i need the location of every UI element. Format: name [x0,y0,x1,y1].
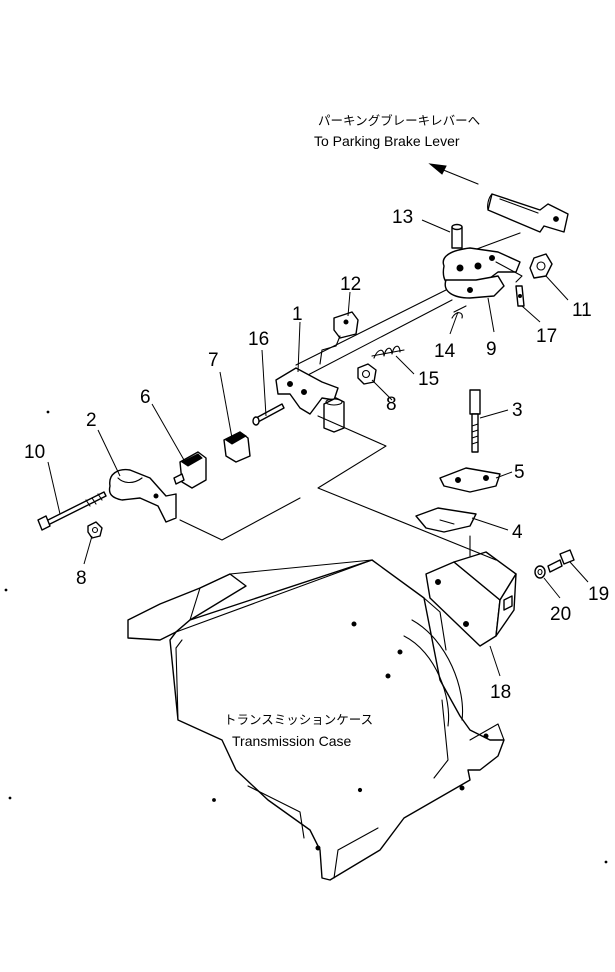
bolt-10 [37,491,107,531]
cotter-pin-14 [451,305,467,319]
cam-lever-2 [108,468,177,523]
callout-10: 10 [24,442,45,463]
callout-8-lower: 8 [76,568,87,589]
callout-9: 9 [486,339,497,360]
pad-7 [223,431,251,463]
shaft-line-a [295,289,447,366]
callout-12: 12 [340,274,361,295]
spring-15 [371,345,405,359]
scan-specks [4,410,608,864]
callout-5: 5 [514,462,525,483]
callout-14: 14 [434,341,456,362]
assembly-line-a [317,415,497,561]
callout-13: 13 [392,207,413,228]
nut-8-lower [87,521,103,539]
callout-15: 15 [418,369,439,390]
plate-4 [415,507,477,533]
callout-18: 18 [490,682,511,703]
callout-1: 1 [292,304,303,325]
callout-16: 16 [248,329,269,350]
block-6 [173,451,207,489]
callout-19: 19 [588,584,609,605]
transmission-case-label-en: Transmission Case [232,733,352,749]
callout-11: 11 [572,300,592,321]
callout-7: 7 [208,350,219,371]
housing-18 [425,551,517,647]
transmission-case [127,559,505,881]
callout-6: 6 [140,387,151,408]
callout-3: 3 [512,400,523,421]
cable-end [487,193,569,233]
plate-5 [439,467,501,493]
callout-17: 17 [536,326,557,347]
switch-12 [319,311,359,365]
callout-20: 20 [550,604,571,625]
lever-plate-9 [442,247,523,299]
parking-brake-label-jp: パーキングブレーキレバーへ [318,113,480,128]
direction-arrow-icon [428,163,479,185]
bolt-19 [547,549,575,573]
washer-20 [534,565,546,579]
assembly-line-b [179,497,301,541]
callout-4: 4 [512,522,523,543]
transmission-case-label-jp: トランスミッションケース [224,712,373,727]
callout-leaders [47,219,589,677]
pin-13 [451,223,463,249]
callout-2: 2 [86,410,97,431]
pin-17 [515,285,525,307]
nut-11 [529,253,553,279]
parking-brake-label-en: To Parking Brake Lever [314,133,460,149]
shaft-line-b [305,299,453,377]
bolt-16 [252,403,285,426]
callout-8-upper: 8 [386,394,397,415]
bolt-3 [469,389,481,453]
